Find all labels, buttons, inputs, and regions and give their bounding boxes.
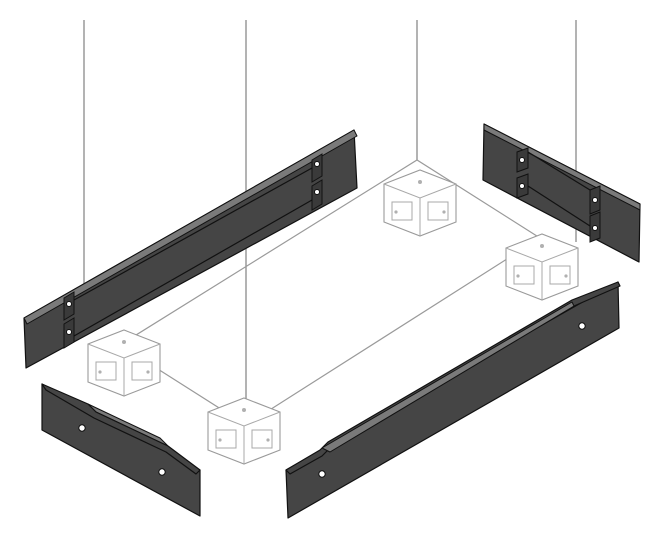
cover-panel-front-left bbox=[41, 383, 201, 517]
mounting-hole bbox=[158, 468, 166, 476]
mounting-hole bbox=[519, 183, 525, 189]
panel-rim bbox=[483, 123, 641, 211]
panel-face bbox=[41, 383, 201, 517]
panel-face bbox=[285, 281, 620, 519]
cover-panel-front-right bbox=[285, 281, 621, 519]
mounting-hole bbox=[314, 161, 320, 167]
panel-fold bbox=[285, 281, 621, 475]
mounting-hole bbox=[66, 329, 72, 335]
mounting-hole bbox=[592, 197, 598, 203]
corner-piece-left bbox=[87, 329, 161, 397]
panel-rim bbox=[321, 301, 575, 453]
bracket-right-upper bbox=[311, 153, 323, 183]
mounting-hole bbox=[314, 189, 320, 195]
mounting-hole bbox=[578, 322, 586, 330]
plinth-panel-back-right bbox=[482, 123, 641, 263]
panel-rim bbox=[23, 129, 358, 325]
corner-piece-right bbox=[505, 233, 579, 301]
panel-fold bbox=[41, 383, 201, 475]
plinth-panel-back-left bbox=[23, 129, 358, 369]
mounting-hole bbox=[66, 301, 72, 307]
mounting-hole bbox=[592, 225, 598, 231]
mounting-hole bbox=[318, 470, 326, 478]
corner-piece-back bbox=[383, 169, 457, 237]
corner-piece-front bbox=[207, 397, 281, 465]
mounting-hole bbox=[78, 424, 86, 432]
mounting-hole bbox=[519, 157, 525, 163]
